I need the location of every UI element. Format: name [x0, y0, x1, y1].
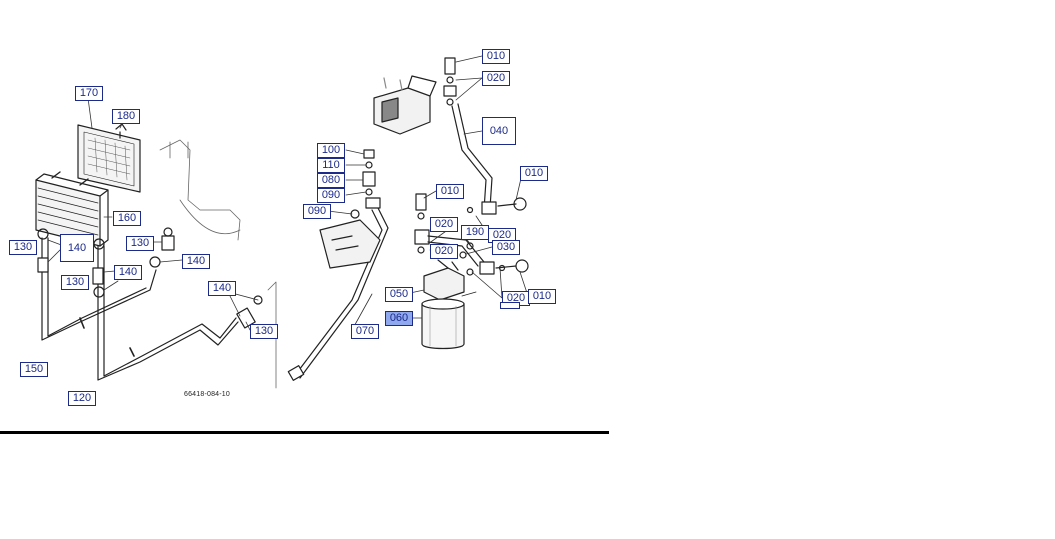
engine-outline-drawing	[159, 139, 277, 389]
exploded-view-drawing	[35, 55, 529, 389]
callout-130[interactable]: 130	[9, 240, 37, 255]
oil-cooler-drawing	[35, 171, 109, 247]
bolt-stack-drawing	[350, 149, 376, 219]
callout-020[interactable]: 020	[430, 244, 458, 259]
callout-130[interactable]: 130	[250, 324, 278, 339]
pump-drawing	[373, 75, 437, 135]
section-divider	[0, 431, 609, 434]
callout-unlabeled[interactable]	[500, 302, 520, 309]
callout-130[interactable]: 130	[126, 236, 154, 251]
callout-010[interactable]: 010	[528, 289, 556, 304]
callout-140[interactable]: 140	[182, 254, 210, 269]
callout-030[interactable]: 030	[492, 240, 520, 255]
fitting-assembly-drawing	[414, 193, 529, 276]
callout-100[interactable]: 100	[317, 143, 345, 158]
callout-120[interactable]: 120	[68, 391, 96, 406]
drawing-code: 66418-084-10	[184, 391, 230, 398]
callout-050[interactable]: 050	[385, 287, 413, 302]
callout-080[interactable]: 080	[317, 173, 345, 188]
callout-140[interactable]: 140	[60, 234, 94, 262]
callout-060[interactable]: 060	[385, 311, 413, 326]
callout-090[interactable]: 090	[317, 188, 345, 203]
callout-020[interactable]: 020	[482, 71, 510, 86]
pipe-040-drawing	[443, 57, 527, 215]
callout-090[interactable]: 090	[303, 204, 331, 219]
callout-010[interactable]: 010	[436, 184, 464, 199]
callout-040[interactable]: 040	[482, 117, 516, 145]
callout-130[interactable]: 130	[61, 275, 89, 290]
callout-010[interactable]: 010	[482, 49, 510, 64]
callout-110[interactable]: 110	[317, 158, 345, 173]
callout-180[interactable]: 180	[112, 109, 140, 124]
oil-filter-drawing	[421, 259, 477, 350]
callout-070[interactable]: 070	[351, 324, 379, 339]
callout-140[interactable]: 140	[114, 265, 142, 280]
callout-170[interactable]: 170	[75, 86, 103, 101]
hose-assembly-drawing	[37, 227, 263, 381]
callout-160[interactable]: 160	[113, 211, 141, 226]
callout-010[interactable]: 010	[520, 166, 548, 181]
pipe-070-drawing	[287, 197, 389, 381]
callout-140[interactable]: 140	[208, 281, 236, 296]
callout-190[interactable]: 190	[461, 225, 489, 240]
cooler-screen-drawing	[77, 123, 141, 193]
callout-150[interactable]: 150	[20, 362, 48, 377]
callout-020[interactable]: 020	[430, 217, 458, 232]
